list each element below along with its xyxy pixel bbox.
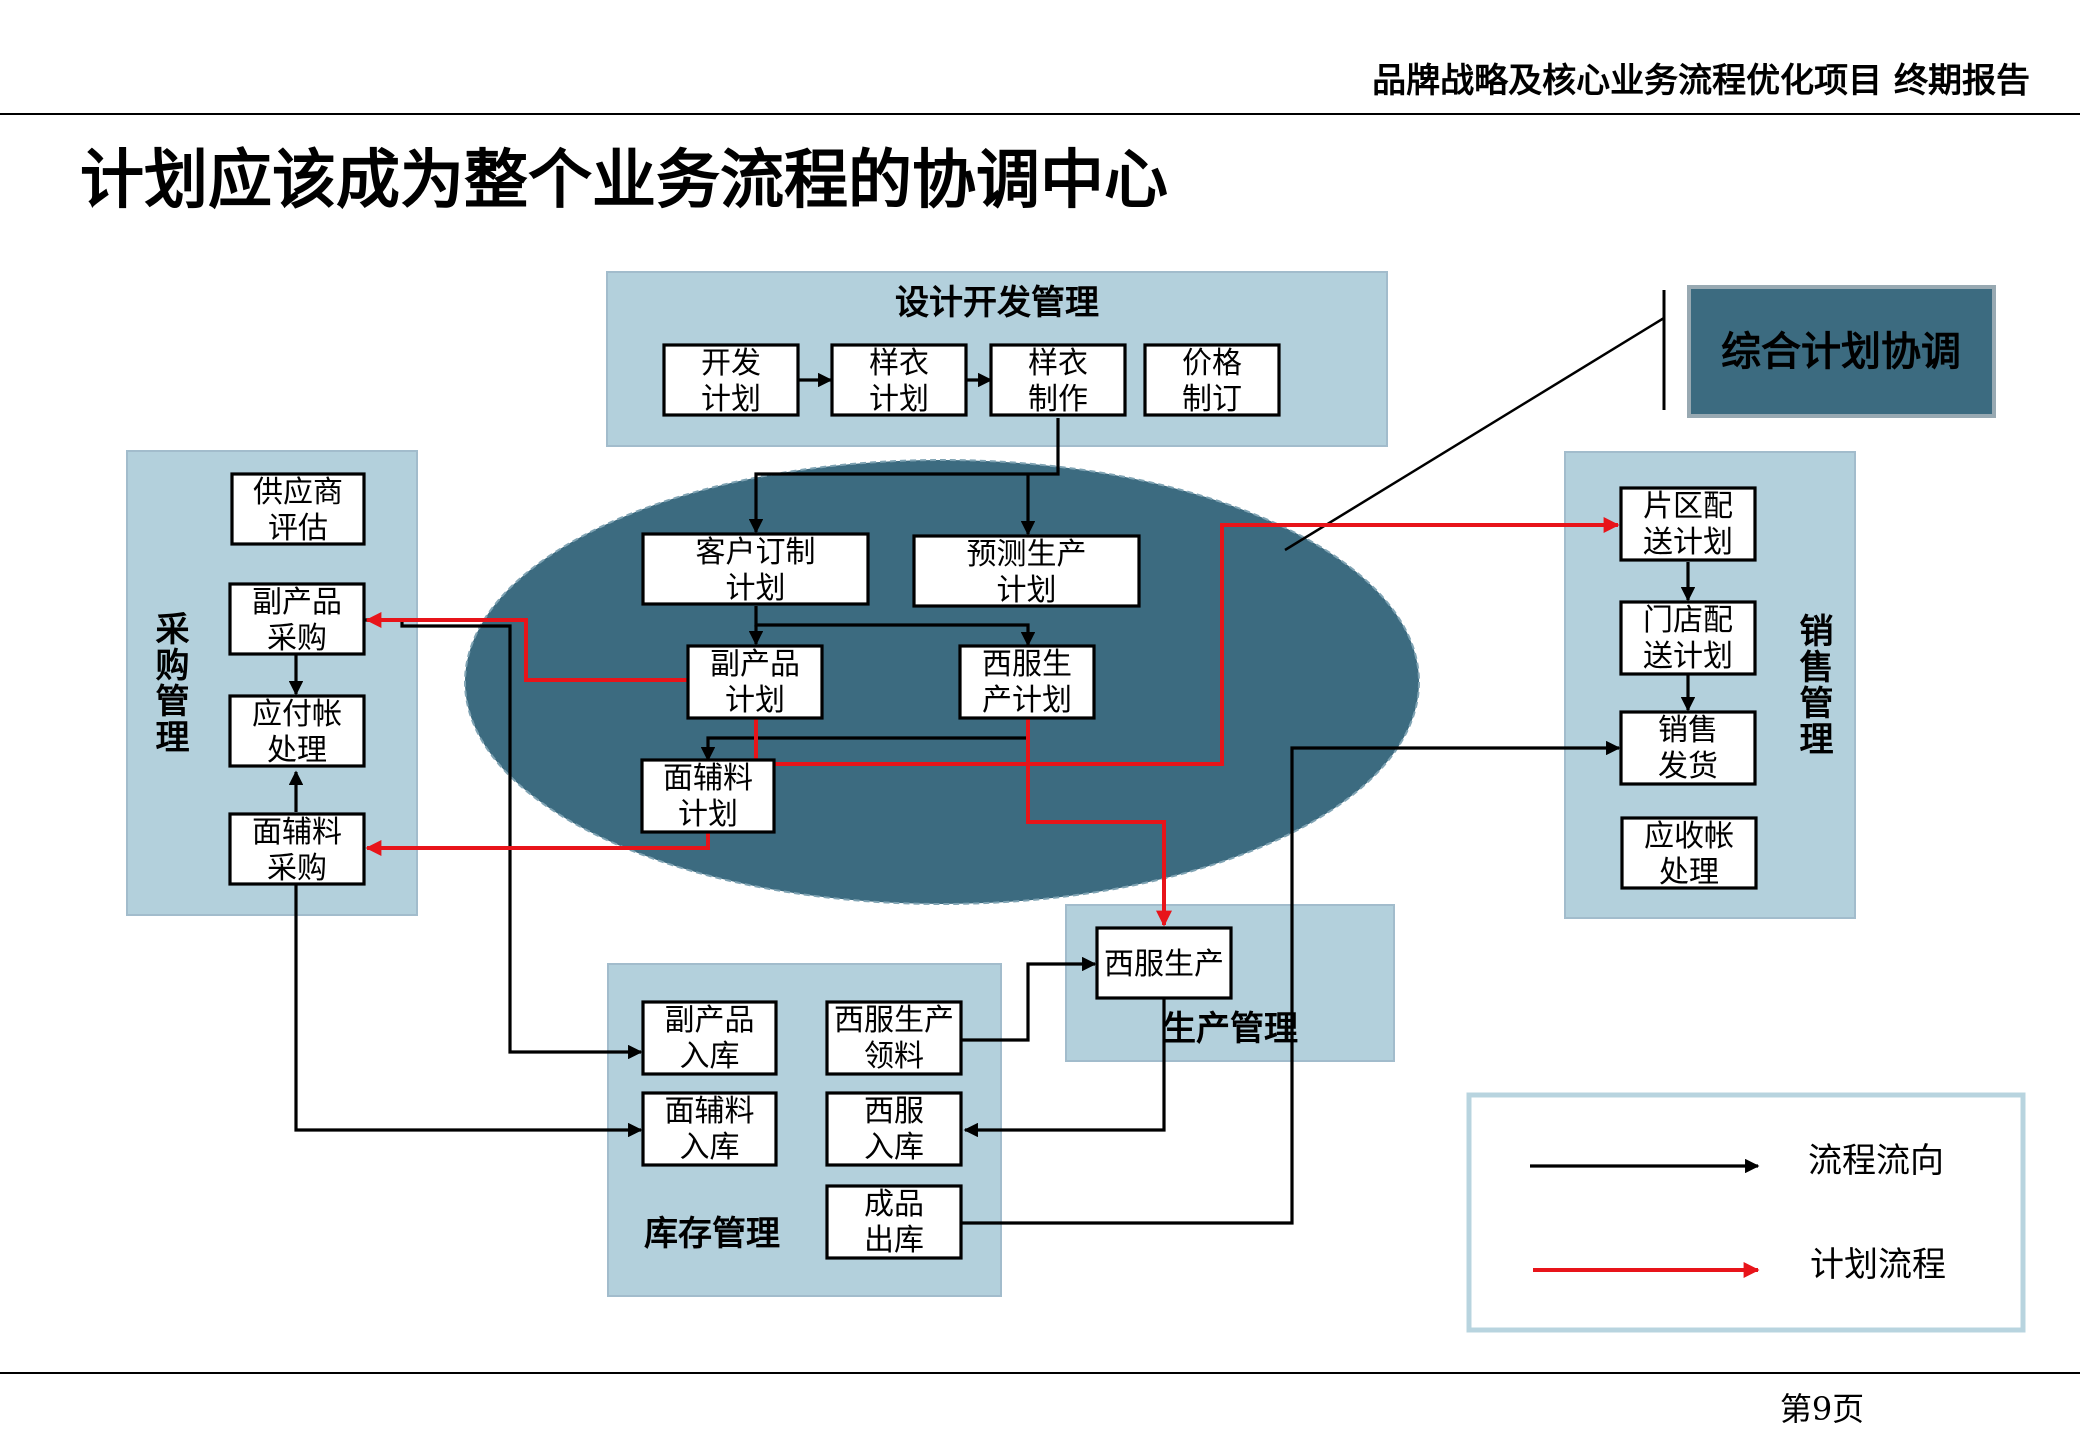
process-box-line: 采购 [267,621,327,656]
process-box-line: 西服生产 [1104,947,1224,982]
callout-box [1687,285,1996,418]
process-box-line: 入库 [680,1130,740,1165]
process-box-line: 面辅料 [663,761,753,796]
process-box-line: 制作 [1028,382,1088,417]
project-title: 品牌战略及核心业务流程优化项目 终期报告 [1372,61,2030,101]
process-box-line: 面辅料 [252,815,342,850]
process-box-line: 制订 [1182,382,1242,417]
process-box-line: 入库 [864,1130,924,1165]
legend-box [1466,1092,2026,1333]
process-box-line: 处理 [1659,855,1719,890]
process-box-line: 送计划 [1643,525,1733,560]
process-box-suit-production: 西服生产 [1095,926,1233,1000]
sales-group-label: 销售管理 [1793,613,1833,757]
plan-flow-lines [365,517,1620,927]
page-number: 第9页 [1780,1390,1864,1428]
process-box-line: 产计划 [982,683,1072,718]
process-box-line: 销售 [1658,713,1718,748]
process-box-line: 计划 [726,571,786,606]
process-box-line: 计划 [869,382,929,417]
callout-pointer [1284,316,1665,552]
process-box-line: 处理 [267,733,327,768]
production-group-label: 生产管理 [1162,1009,1298,1049]
process-box-line: 发货 [1658,749,1718,784]
process-box-line: 应付帐 [252,697,342,732]
process-box-line: 样衣 [869,346,929,381]
process-box-line: 门店配 [1643,603,1733,638]
process-box-line: 成品 [864,1187,924,1222]
process-box-line: 价格 [1182,346,1242,381]
process-box-line: 计划 [997,573,1057,608]
process-box-line: 计划 [701,382,761,417]
process-box-line: 副产品 [665,1003,755,1038]
process-box-line: 西服 [864,1094,924,1129]
process-box-line: 送计划 [1643,639,1733,674]
process-box-line: 领料 [864,1039,924,1074]
process-box-line: 采购 [267,851,327,886]
process-box-line: 客户订制 [696,535,816,570]
process-box-line: 出库 [864,1223,924,1258]
process-box-line: 供应商 [253,475,343,510]
process-box-line: 副产品 [252,585,342,620]
process-box-line: 预测生产 [967,537,1087,572]
process-box-line: 应收帐 [1644,819,1734,854]
process-box-line: 开发 [701,346,761,381]
purchase-group-label: 采购管理 [149,611,189,755]
process-box-line: 计划 [725,683,785,718]
process-box-line: 片区配 [1643,489,1733,524]
process-box-line: 面辅料 [665,1094,755,1129]
process-box-line: 副产品 [710,647,800,682]
inventory-group-label: 库存管理 [644,1214,780,1254]
process-box-line: 西服生产 [834,1003,954,1038]
design-group-label: 设计开发管理 [895,283,1099,323]
process-box-line: 西服生 [982,647,1072,682]
process-box-line: 计划 [678,797,738,832]
process-box-line: 样衣 [1028,346,1088,381]
legend-plan-label: 计划流程 [1810,1245,1946,1285]
process-box-line: 评估 [268,511,328,546]
callout-text: 综合计划协调 [1721,329,1961,375]
legend-flow-label: 流程流向 [1808,1141,1944,1181]
slide-title: 计划应该成为整个业务流程的协调中心 [80,144,1168,218]
process-box-line: 入库 [680,1039,740,1074]
